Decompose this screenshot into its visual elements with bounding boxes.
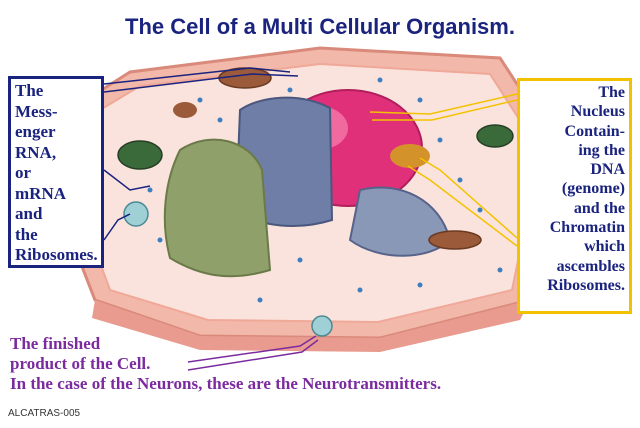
mitochondrion [117, 140, 163, 170]
image-code: ALCATRAS-005 [8, 408, 81, 419]
mitochondrion [173, 102, 197, 118]
mitochondrion [428, 230, 482, 250]
mrna-label: The Mess- enger RNA, or mRNA and the Rib… [8, 76, 104, 268]
product-label-line2: In the case of the Neurons, these are th… [10, 374, 442, 393]
membrane-rim [92, 300, 530, 352]
mrna-pointer-lines [103, 67, 299, 241]
diagram-title: The Cell of a Multi Cellular Organism. [125, 14, 515, 39]
nucleus-cut [390, 144, 430, 168]
rough-er [163, 138, 272, 278]
product-label-line1: The finished product of the Cell. [10, 334, 151, 373]
secretory-vesicle [311, 315, 333, 337]
mitochondrion [476, 124, 514, 148]
nucleus-pointer-lines [369, 93, 518, 247]
nucleus-label: The Nucleus Contain- ing the DNA (genome… [517, 78, 632, 314]
product-label: The finished product of the Cell. In the… [10, 334, 510, 394]
vesicle [123, 201, 149, 227]
product-pointer-line [187, 335, 319, 371]
ribosomes [147, 77, 503, 303]
